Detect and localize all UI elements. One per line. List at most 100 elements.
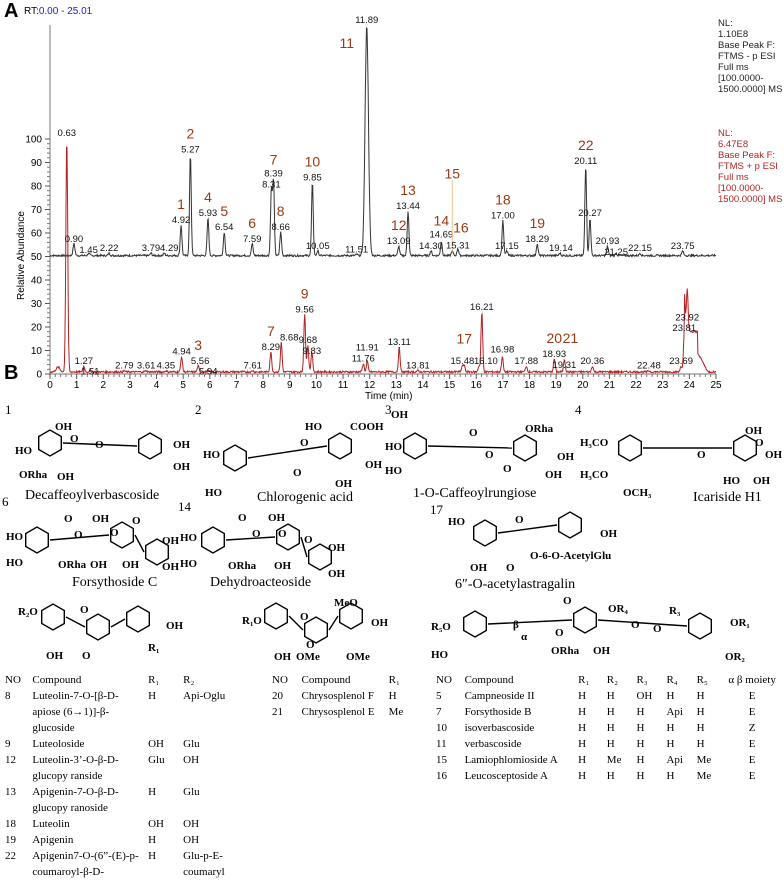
table-cell: Api-Oglu (183, 690, 226, 702)
peak-rt-label: 17.88 (514, 356, 538, 367)
y-tick-label: 40 (31, 276, 43, 287)
ring (688, 612, 712, 640)
column-header: R₁ (148, 674, 160, 686)
atom-label: H₃CO (580, 469, 609, 481)
ring (137, 432, 163, 460)
ring (307, 543, 333, 571)
peak-rt-label: 23.75 (671, 241, 695, 252)
compound-number: 15 (444, 166, 460, 182)
compound-number: 20 (547, 330, 563, 346)
peak-rt-label: 20.36 (580, 356, 604, 367)
peak-rt-label: 8.68 (280, 332, 299, 343)
bond (328, 615, 339, 631)
atom-label: OH (335, 478, 353, 490)
atom-label: O (95, 439, 104, 451)
table-cell: 11 (436, 738, 447, 750)
ring (303, 616, 329, 644)
table-cell: Me (606, 754, 622, 766)
column-header: Compound (301, 674, 351, 686)
ring (618, 434, 643, 462)
peak-rt-label: 15.48 (450, 356, 474, 367)
peak-rt-label: 0.90 (65, 234, 84, 245)
compound-number: 22 (578, 137, 594, 153)
table-cell: H (696, 706, 705, 718)
compound-number: 21 (563, 330, 579, 346)
table-cell: E (748, 706, 756, 718)
table-cell: Apigenin-7-O-β-D-glucopy ranoside (32, 786, 119, 814)
ring (557, 511, 583, 539)
table-cell: H (606, 770, 615, 782)
peak-rt-label: 8.31 (262, 180, 281, 191)
table-cell: H (666, 722, 675, 734)
table-cell: H (666, 690, 675, 702)
x-tick-label: 12 (364, 380, 376, 391)
trace-positive (49, 146, 716, 375)
peak-rt-label: 14.69 (429, 229, 453, 240)
atom-label: OH (365, 459, 383, 471)
atom-label: OR₄ (608, 603, 629, 615)
atom-label: HO (6, 531, 24, 543)
peak-rt-label: 20.93 (596, 236, 620, 247)
table-cell: H (606, 690, 615, 702)
atom-label: O (306, 639, 315, 651)
peak-rt-label: 8.39 (264, 168, 283, 179)
table-cell: H (696, 690, 705, 702)
x-tick-label: 13 (391, 380, 403, 391)
peak-rt-label: 22.48 (637, 361, 661, 372)
ring (264, 602, 288, 630)
x-tick-label: 6 (207, 380, 213, 391)
column-header: R₄ (666, 674, 678, 686)
table-cell: Chrysosplenol F (301, 690, 374, 702)
peak-rt-label: 5.94 (199, 367, 218, 378)
peak-rt-label: 3.61 (137, 361, 156, 372)
ring (473, 519, 498, 547)
atom-label: O (82, 650, 91, 662)
peak-rt-label: 17.15 (495, 241, 519, 252)
bond (110, 618, 126, 628)
peak-rt-label: 19.31 (553, 360, 577, 371)
compound-number: 12 (391, 217, 407, 233)
peak-rt-label: 4.94 (172, 347, 191, 358)
atom-label: OH (46, 650, 64, 662)
compound-number: 13 (400, 182, 416, 198)
structure-number: 4 (575, 402, 582, 417)
column-header: R₃ (636, 674, 648, 686)
table-cell: Me (388, 706, 404, 718)
atom-label: R₃ (669, 605, 681, 617)
table-cell: H (606, 722, 615, 734)
ring (38, 429, 62, 457)
table-cell: 10 (436, 722, 447, 734)
structure-name: Chlorogenic acid (257, 490, 354, 505)
atom-label: OH (470, 562, 488, 574)
bond (597, 619, 688, 627)
table-cell: Glu (183, 738, 200, 750)
y-tick-label: 10 (31, 346, 43, 357)
table-cell: Api (666, 754, 683, 766)
compound-number: 16 (453, 219, 469, 235)
atom-label: O-6-O-AcetylGlu (530, 550, 611, 562)
column-header: R₂ (183, 674, 195, 686)
panel-b-letter: B (4, 362, 19, 384)
peak-rt-label: 8.66 (271, 222, 290, 233)
peak-rt-label: 13.11 (388, 337, 411, 348)
atom-label: HO (431, 649, 449, 661)
peak-rt-label: 3.79 (142, 243, 161, 254)
x-tick-label: 4 (154, 380, 160, 391)
column-header: Compound (464, 674, 514, 686)
table-cell: Campneoside II (464, 690, 535, 702)
column-header: R₁ (578, 674, 590, 686)
table-cell: H (148, 850, 157, 862)
table-cell: 9 (5, 738, 11, 750)
compound-number: 17 (456, 330, 472, 346)
